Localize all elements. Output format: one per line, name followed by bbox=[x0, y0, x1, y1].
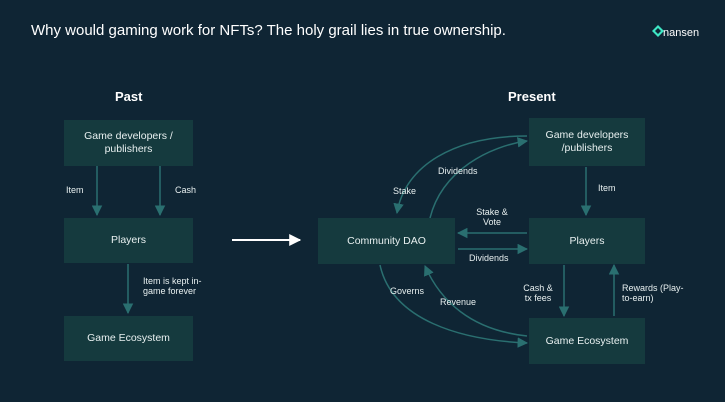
past-players-box: Players bbox=[64, 218, 193, 263]
dao-to-ecosystem-governs-arrow bbox=[379, 264, 529, 348]
present-ecosystem-label: Game Ecosystem bbox=[545, 334, 629, 347]
past-players-label: Players bbox=[110, 234, 146, 246]
present-devs-label: Game developers /publishers bbox=[545, 129, 629, 154]
revenue-label: Revenue bbox=[440, 297, 477, 307]
past-kept-label: Item is kept in-game forever bbox=[143, 276, 202, 296]
slide-title: Why would gaming work for NFTs? The holy… bbox=[31, 22, 506, 39]
governs-label: Governs bbox=[390, 286, 425, 296]
nansen-logo-text: nansen bbox=[663, 27, 700, 39]
ecosystem-to-dao-revenue-arrow bbox=[424, 265, 528, 337]
stake-label: Stake bbox=[393, 186, 417, 196]
past-devs-box: Game developers / publishers bbox=[64, 120, 193, 166]
present-devs-box: Game developers /publishers bbox=[529, 118, 645, 166]
cash-fees-label: Cash & tx fees bbox=[523, 283, 553, 303]
nansen-logo-icon bbox=[652, 25, 664, 37]
past-item-label: Item bbox=[66, 185, 84, 195]
present-heading: Present bbox=[508, 89, 556, 104]
stake-vote-label: Stake & Vote bbox=[476, 207, 508, 227]
past-devs-label: Game developers / publishers bbox=[84, 130, 173, 155]
dividends-top-label: Dividends bbox=[438, 166, 478, 176]
devs-to-dao-stake-arrow bbox=[393, 135, 528, 215]
present-players-label: Players bbox=[569, 234, 605, 247]
dao-to-devs-dividends-arrow bbox=[429, 137, 529, 219]
present-ecosystem-box: Game Ecosystem bbox=[529, 318, 645, 364]
community-dao-box: Community DAO bbox=[318, 218, 455, 264]
past-ecosystem-label: Game Ecosystem bbox=[87, 332, 170, 344]
past-ecosystem-box: Game Ecosystem bbox=[64, 316, 193, 361]
past-cash-label: Cash bbox=[175, 185, 197, 195]
rewards-label: Rewards (Play-to-earn) bbox=[622, 283, 684, 303]
bottom-bar bbox=[0, 402, 725, 411]
present-players-box: Players bbox=[529, 218, 645, 264]
community-dao-label: Community DAO bbox=[347, 234, 426, 247]
past-heading: Past bbox=[115, 89, 143, 104]
present-item-label: Item bbox=[598, 183, 616, 193]
dividends-mid-label: Dividends bbox=[469, 253, 509, 263]
